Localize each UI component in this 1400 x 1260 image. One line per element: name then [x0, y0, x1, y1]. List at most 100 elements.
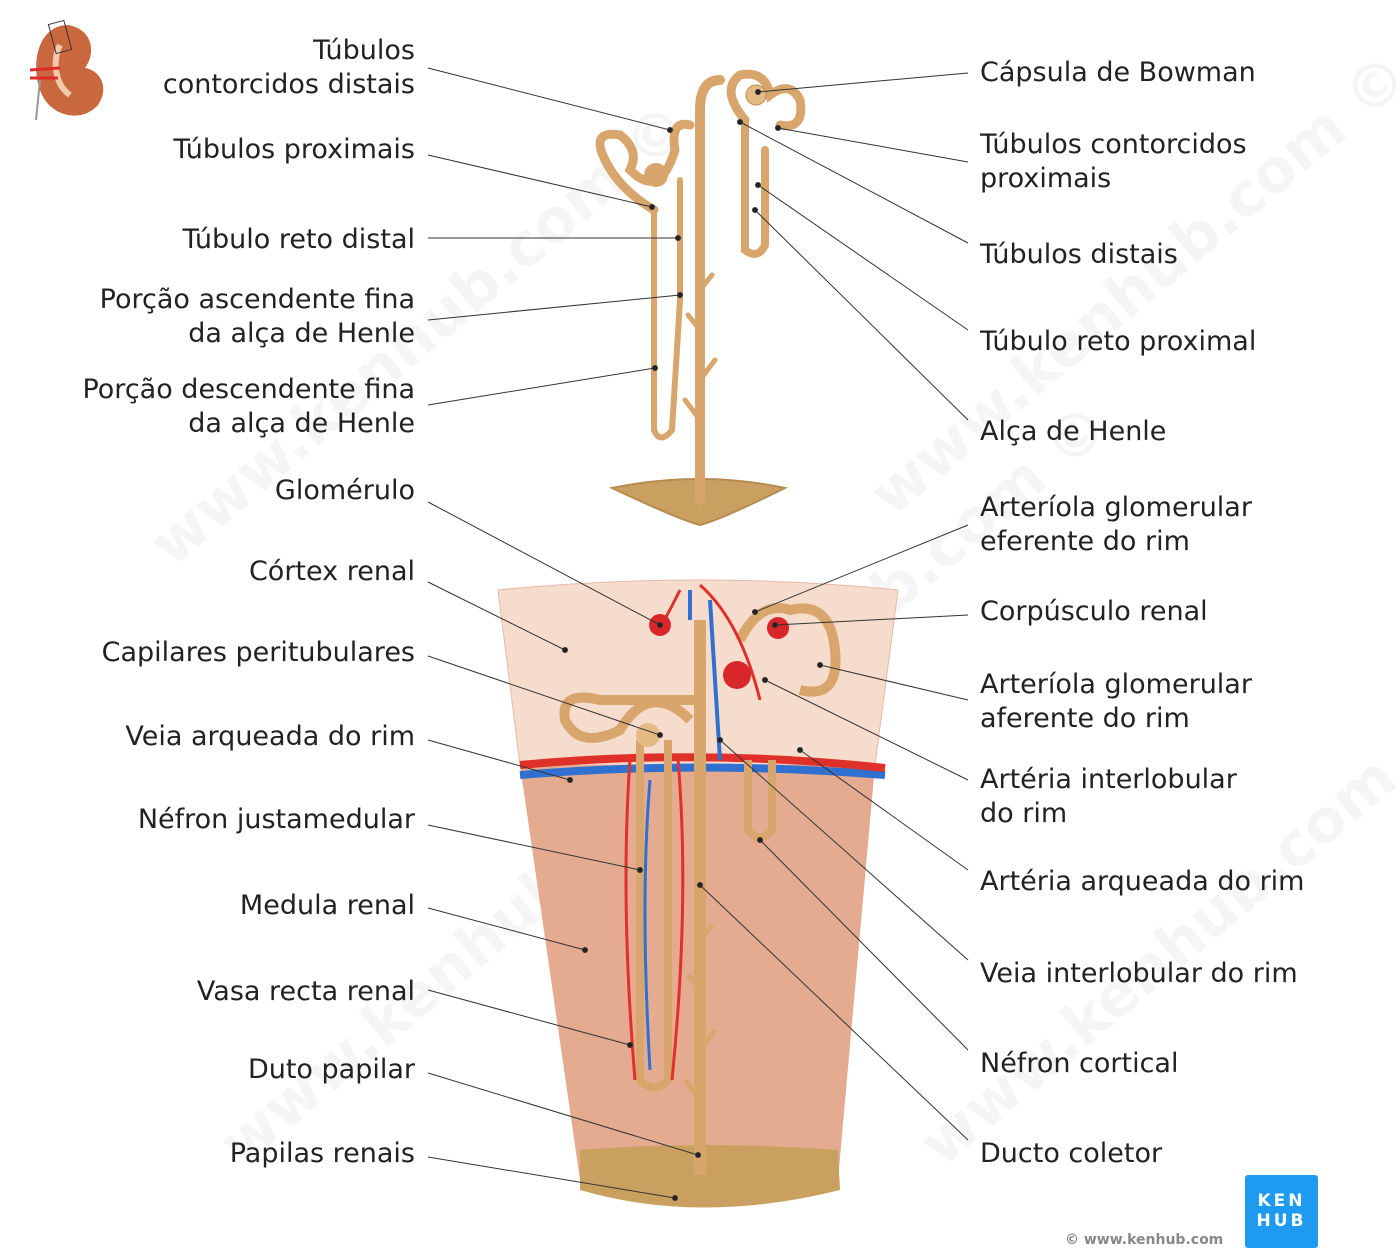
leader-line — [427, 907, 586, 951]
leader-dot — [695, 1152, 701, 1158]
right-label: Néfron cortical — [980, 1047, 1178, 1081]
leader-dot — [582, 947, 588, 953]
label-line: Vasa recta renal — [196, 976, 415, 1007]
right-label: Alça de Henle — [980, 415, 1166, 449]
label-line: Corpúsculo renal — [980, 596, 1208, 627]
leader-dot — [772, 622, 778, 628]
leader-dot — [637, 867, 643, 873]
leader-dot — [672, 1195, 678, 1201]
leader-dot — [755, 182, 761, 188]
label-line: aferente do rim — [980, 703, 1190, 734]
leader-line — [819, 664, 969, 701]
leader-dot — [775, 125, 781, 131]
label-line: Túbulos distais — [980, 239, 1178, 270]
leader-dot — [697, 882, 703, 888]
leader-dot — [667, 127, 673, 133]
leader-line — [427, 367, 656, 406]
leader-dot — [752, 609, 758, 615]
label-line: Artéria interlobular — [980, 764, 1237, 795]
leader-line — [754, 209, 969, 421]
leader-line — [754, 524, 969, 613]
leader-line — [427, 67, 671, 131]
left-label: Túbulo reto distal — [182, 223, 415, 257]
left-label: Túbulos proximais — [173, 133, 415, 167]
leader-dot — [657, 732, 663, 738]
label-line: Capilares peritubulares — [101, 637, 415, 668]
label-line: Porção descendente fina — [82, 374, 415, 405]
label-line: Arteríola glomerular — [980, 669, 1252, 700]
leader-dot — [737, 119, 743, 125]
leader-line — [427, 294, 681, 321]
label-line: Porção ascendente fina — [99, 284, 415, 315]
nephron-top-view — [595, 69, 806, 527]
leader-dot — [797, 747, 803, 753]
label-line: eferente do rim — [980, 526, 1190, 557]
kidney-thumbnail-icon — [29, 19, 104, 121]
label-line: Córtex renal — [248, 556, 415, 587]
leader-dot — [562, 647, 568, 653]
left-label: Néfron justamedular — [138, 803, 415, 837]
leader-dot — [627, 1042, 633, 1048]
logo-text: HUB — [1256, 1211, 1307, 1231]
leader-dot — [675, 235, 681, 241]
label-line: Glomérulo — [274, 475, 415, 506]
label-line: Ducto coletor — [980, 1138, 1163, 1169]
leader-dot — [757, 837, 763, 843]
renal-section — [497, 579, 899, 1208]
left-label: Córtex renal — [249, 555, 415, 589]
right-label: Ducto coletor — [980, 1137, 1162, 1171]
leader-dot — [717, 737, 723, 743]
leader-line — [427, 739, 571, 781]
kenhub-logo[interactable]: KEN HUB — [1245, 1175, 1318, 1248]
label-line: Túbulos proximais — [173, 134, 415, 165]
leader-line — [427, 581, 566, 651]
label-line: Néfron justamedular — [137, 804, 415, 835]
label-line: Veia interlobular do rim — [980, 958, 1298, 989]
right-label: Artéria arqueada do rim — [980, 865, 1305, 899]
label-line: do rim — [980, 798, 1068, 829]
leader-dot — [657, 622, 663, 628]
label-line: Artéria arqueada do rim — [980, 866, 1305, 897]
label-line: Túbulos — [313, 35, 415, 66]
leader-dot — [652, 365, 658, 371]
left-label: Duto papilar — [248, 1053, 415, 1087]
label-line: Papilas renais — [229, 1138, 415, 1169]
right-label: Túbulo reto proximal — [980, 325, 1256, 359]
leader-line — [757, 72, 969, 93]
label-line: Cápsula de Bowman — [980, 57, 1256, 88]
label-line: proximais — [980, 163, 1112, 194]
label-line: Néfron cortical — [980, 1048, 1179, 1079]
logo-text: KEN — [1257, 1191, 1306, 1211]
leader-line — [777, 127, 969, 163]
leader-line — [427, 1072, 699, 1156]
label-line: Veia arqueada do rim — [125, 721, 415, 752]
leader-dot — [755, 89, 761, 95]
leader-line — [427, 655, 661, 736]
leader-line — [427, 501, 661, 626]
right-label: Túbulos distais — [980, 238, 1178, 272]
left-label: Capilares peritubulares — [102, 636, 415, 670]
label-line: Túbulos contorcidos — [980, 129, 1247, 160]
label-line: Alça de Henle — [980, 416, 1167, 447]
leader-dot — [762, 677, 768, 683]
label-line: Medula renal — [239, 890, 415, 921]
leader-line — [427, 989, 631, 1046]
leader-dot — [649, 204, 655, 210]
leader-line — [719, 739, 969, 961]
right-label: Cápsula de Bowman — [980, 56, 1256, 90]
right-label: Corpúsculo renal — [980, 595, 1208, 629]
leader-line — [739, 121, 969, 244]
leader-line — [757, 184, 969, 331]
label-line: Túbulo reto proximal — [980, 326, 1257, 357]
leader-line — [427, 1156, 676, 1199]
left-label: Papilas renais — [230, 1137, 415, 1171]
left-label: Veia arqueada do rim — [125, 720, 415, 754]
left-label: Vasa recta renal — [197, 975, 415, 1009]
